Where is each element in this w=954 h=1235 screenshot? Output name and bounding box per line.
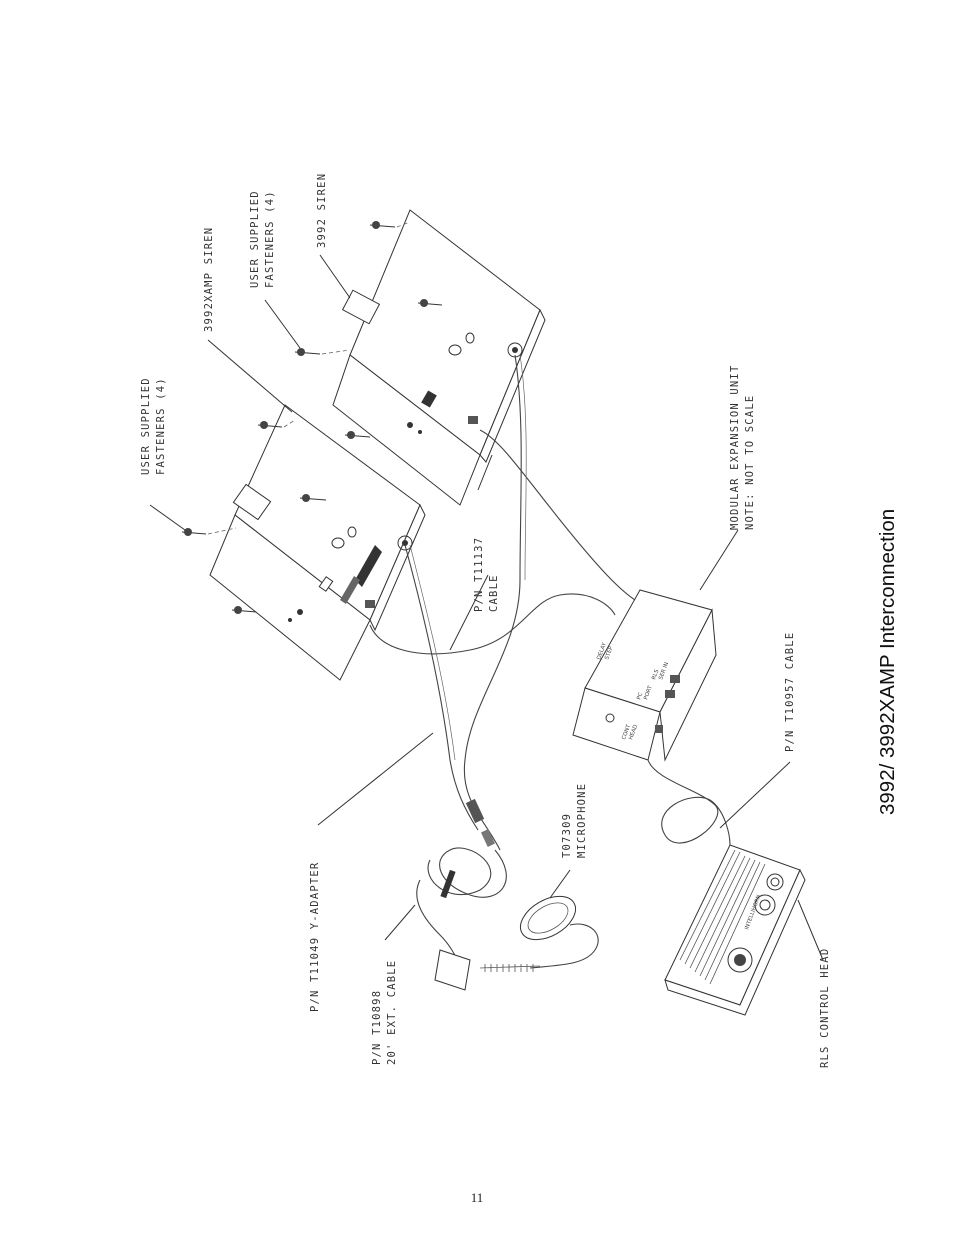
label-fasteners-right-line1: USER SUPPLIED (249, 190, 261, 288)
callout-microphone: T07309 MICROPHONE (561, 783, 588, 858)
figure-caption: 3992/ 3992XAMP Interconnection (876, 509, 899, 815)
label-3992-siren: 3992 SIREN (316, 173, 328, 248)
screw-icon (231, 606, 257, 614)
label-t10957-cable: P/N T10957 CABLE (784, 632, 796, 752)
callout-modular-expansion-unit: MODULAR EXPANSION UNIT NOTE: NOT TO SCAL… (729, 365, 756, 530)
label-expansion-line1: MODULAR EXPANSION UNIT (729, 365, 741, 530)
rls-control-head: INTELLIHORN (664, 844, 806, 1016)
svg-text:SER IN: SER IN (658, 661, 670, 680)
callout-fasteners-right: USER SUPPLIED FASTENERS (4) (249, 190, 276, 288)
label-fasteners-left-line1: USER SUPPLIED (140, 377, 152, 475)
label-ext-cable-line1: P/N T10898 (371, 990, 383, 1065)
label-fasteners-left-line2: FASTENERS (4) (155, 377, 167, 475)
svg-text:PC: PC (636, 692, 644, 701)
screw-icon (257, 421, 283, 429)
svg-text:STEP: STEP (604, 645, 615, 661)
label-ext-cable-line2: 20' EXT. CABLE (386, 960, 398, 1065)
cables (369, 354, 731, 991)
siren-3992xamp-unit (209, 404, 426, 681)
siren-3992-unit (332, 209, 546, 506)
label-t11137-line2: CABLE (488, 574, 500, 612)
callout-t11137-cable: P/N T11137 CABLE (473, 537, 500, 612)
label-fasteners-right-line2: FASTENERS (4) (264, 190, 276, 288)
label-microphone-line2: MICROPHONE (576, 783, 588, 858)
svg-text:PORT: PORT (643, 684, 654, 700)
svg-text:RLS: RLS (651, 668, 660, 680)
screw-icon (344, 431, 371, 439)
callout-fasteners-left: USER SUPPLIED FASTENERS (4) (140, 377, 167, 475)
modular-expansion-unit: DELAY STEP PC PORT CONT HEAD RLS SER IN (572, 589, 717, 762)
fasteners-right (294, 221, 443, 356)
label-rls-control-head: RLS CONTROL HEAD (819, 948, 831, 1068)
leader-lines (149, 254, 824, 961)
label-y-adapter: P/N T11049 Y-ADAPTER (309, 862, 321, 1012)
label-t11137-line1: P/N T11137 (473, 537, 485, 612)
screw-icon (417, 299, 443, 307)
svg-text:HEAD: HEAD (628, 724, 639, 741)
page-number: 11 (471, 1190, 484, 1205)
screw-icon (294, 348, 321, 356)
screw-icon (369, 221, 396, 229)
screw-icon (181, 528, 207, 536)
fasteners-left (181, 419, 371, 614)
label-3992xamp-siren: 3992XAMP SIREN (203, 227, 215, 332)
callout-ext-cable: P/N T10898 20' EXT. CABLE (371, 960, 398, 1065)
svg-text:CONT: CONT (621, 723, 632, 740)
label-expansion-line2: NOTE: NOT TO SCALE (744, 395, 756, 530)
screw-icon (299, 494, 327, 502)
label-microphone-line1: T07309 (561, 813, 573, 858)
svg-text:DELAY: DELAY (596, 641, 608, 660)
